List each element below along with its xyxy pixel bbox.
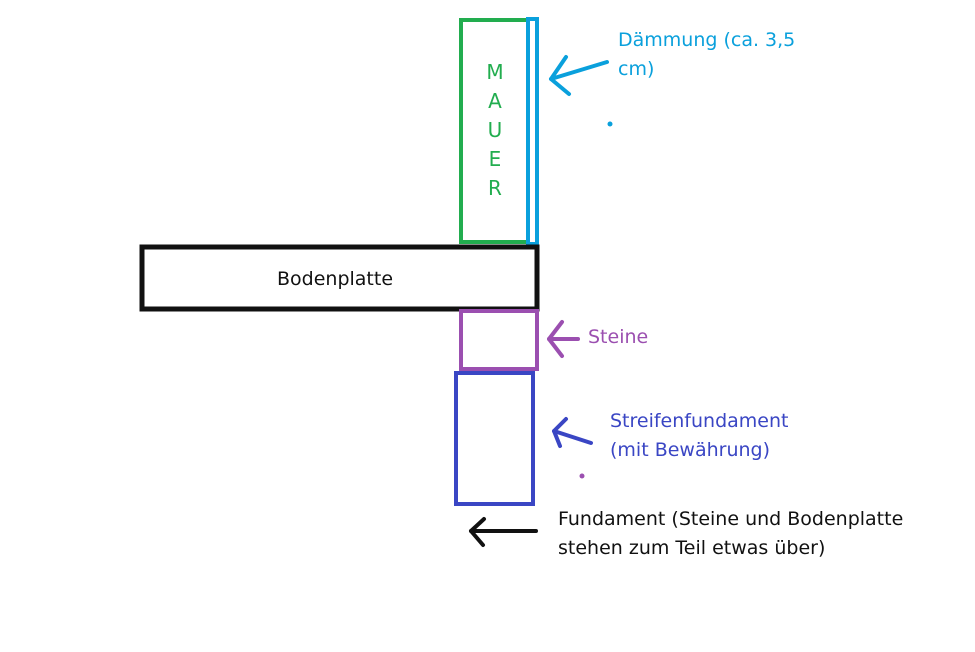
slab-rect bbox=[139, 244, 540, 312]
foundation-arrow-icon bbox=[469, 517, 538, 547]
wall-letter: M bbox=[486, 60, 504, 84]
stones-rect bbox=[459, 309, 539, 371]
slab-label: Bodenplatte bbox=[277, 268, 394, 290]
wall-letter: U bbox=[487, 118, 503, 142]
insulation-arrow-icon bbox=[549, 55, 609, 96]
wall-letter: A bbox=[488, 89, 502, 113]
stray-dot-purple bbox=[579, 473, 585, 479]
strip-foundation-label-line2: (mit Bewährung) bbox=[610, 439, 771, 461]
stray-dot-blue bbox=[607, 121, 613, 127]
insulation-label-line1: Dämmung (ca. 3,5 bbox=[618, 29, 796, 51]
wall-label: M A U E R bbox=[480, 58, 510, 203]
strip-foundation-label-line1: Streifenfundament bbox=[610, 410, 789, 432]
stones-label: Steine bbox=[588, 326, 649, 348]
insulation-rect bbox=[526, 17, 539, 246]
wall-letter: R bbox=[488, 176, 502, 200]
foundation-label-line2: stehen zum Teil etwas über) bbox=[558, 537, 826, 559]
strip-foundation-arrow-icon bbox=[552, 417, 593, 448]
wall-letter: E bbox=[488, 147, 502, 171]
stones-arrow-icon bbox=[547, 320, 580, 358]
insulation-label-line2: cm) bbox=[618, 58, 655, 80]
strip-foundation-rect bbox=[454, 371, 535, 506]
foundation-label-line1: Fundament (Steine und Bodenplatte bbox=[558, 508, 904, 530]
